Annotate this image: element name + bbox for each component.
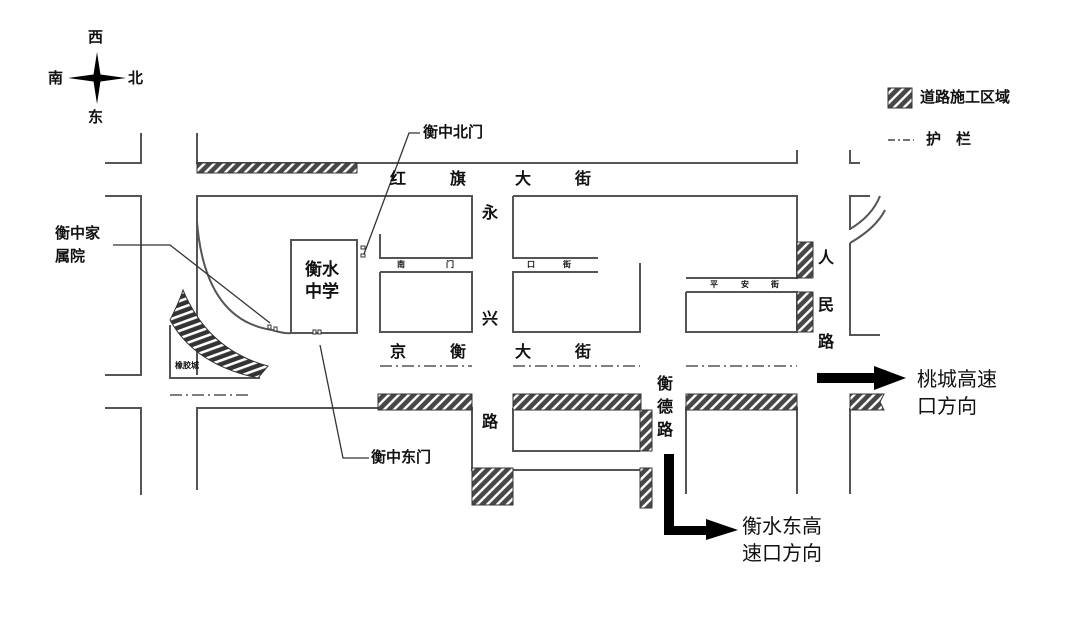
road-label-da2: 大 (515, 342, 532, 361)
school-outline (290, 239, 358, 334)
road-label-da: 大 (515, 169, 532, 188)
road-label-hong: 红 (390, 169, 407, 188)
road-edge (849, 243, 880, 336)
road-label-kou: 口 (527, 260, 535, 269)
road-edge (685, 407, 798, 494)
gate-marker (273, 326, 278, 332)
road-edge (105, 133, 142, 164)
school-label-line2: 中学 (305, 282, 339, 302)
legend-construction-label: 道路施工区域 (920, 88, 1011, 106)
road-edge (685, 291, 798, 333)
construction-zone (685, 393, 798, 411)
road-label-xing: 兴 (482, 309, 499, 328)
construction-zone (796, 291, 814, 333)
road-edge (849, 195, 881, 230)
road-edge (512, 408, 640, 452)
road-edge (105, 407, 142, 495)
road-label-jie4: 街 (771, 280, 779, 289)
road-label-nan: 南 (397, 260, 405, 269)
gate-marker (317, 329, 322, 335)
rubber-city-label: 橡胶城 (175, 361, 199, 370)
construction-zone (639, 467, 653, 509)
legend-guardrail-label: 护 栏 (926, 130, 972, 148)
road-label-jie3: 街 (563, 260, 571, 269)
north-gate-leader (363, 132, 420, 255)
north-gate-callout: 衡中北门 (423, 123, 484, 141)
road-edge (379, 271, 473, 333)
gate-markers (267, 245, 366, 335)
road-label-ping: 平 (710, 280, 718, 289)
construction-zone (639, 409, 653, 452)
road-label-heng: 衡 (450, 342, 467, 361)
family-compound-callout-line1: 衡中家 (55, 224, 101, 242)
gate-marker (267, 324, 272, 330)
construction-zone (849, 393, 885, 411)
road-label-hengde: 衡德路 (656, 374, 673, 440)
road-edge (513, 195, 798, 279)
gate-marker (360, 245, 366, 250)
gate-marker (360, 253, 366, 258)
road-edge (105, 195, 142, 376)
construction-zone (796, 241, 814, 279)
compound-curve (196, 221, 292, 335)
taocheng-direction-line1: 桃城高速 (917, 367, 997, 391)
road-edge (196, 407, 513, 490)
compass-north-label: 北 (128, 69, 144, 87)
road-edge (849, 150, 860, 164)
callout-lines (113, 132, 420, 459)
road-edge (512, 196, 598, 259)
road-label-jie: 街 (575, 169, 592, 188)
road-label-men: 门 (446, 260, 454, 269)
east-gate-callout: 衡中东门 (371, 448, 432, 466)
compass-west-label: 西 (88, 28, 104, 46)
road-label-jing: 京 (390, 342, 407, 361)
construction-zones (169, 162, 885, 509)
road-label-an: 安 (741, 280, 749, 289)
family-compound-callout-line2: 属院 (55, 247, 86, 265)
hatched-box-icon (887, 87, 913, 109)
compass-east-label: 东 (88, 108, 104, 126)
road-label-qi: 旗 (450, 169, 467, 188)
construction-zone (377, 393, 473, 411)
road-label-lu: 路 (482, 412, 499, 431)
construction-zone (471, 467, 514, 506)
compass-needle (68, 74, 126, 82)
east-gate-leader (319, 344, 369, 459)
road-edge (512, 263, 641, 333)
road-label-min: 民 (818, 295, 835, 314)
road-label-jie2: 街 (575, 342, 592, 361)
road-edge (849, 209, 886, 244)
road-edge (849, 195, 870, 230)
construction-zone (196, 162, 358, 174)
taocheng-direction-line2: 口方向 (917, 394, 977, 418)
hengshui-east-direction-line1: 衡水东高 (742, 514, 822, 538)
compass-south-label: 南 (48, 69, 64, 87)
compass-star (68, 52, 126, 104)
arrow-to-taocheng (817, 366, 906, 390)
rubber-city-outline (169, 325, 260, 379)
road-label-lu2: 路 (818, 332, 835, 351)
arrow-to-hengshui-east (664, 454, 738, 540)
guardrails (170, 365, 797, 396)
gate-marker (312, 329, 317, 335)
family-leader (113, 244, 271, 324)
school-label-line1: 衡水 (305, 260, 339, 280)
road-label-yong: 永 (482, 203, 499, 222)
rubber-city-zone (169, 288, 269, 379)
construction-zone (512, 393, 642, 411)
arrows (664, 366, 906, 540)
road-edge (196, 133, 798, 164)
hengshui-east-direction-line2: 速口方向 (742, 541, 822, 565)
road-label-ren: 人 (818, 248, 835, 267)
